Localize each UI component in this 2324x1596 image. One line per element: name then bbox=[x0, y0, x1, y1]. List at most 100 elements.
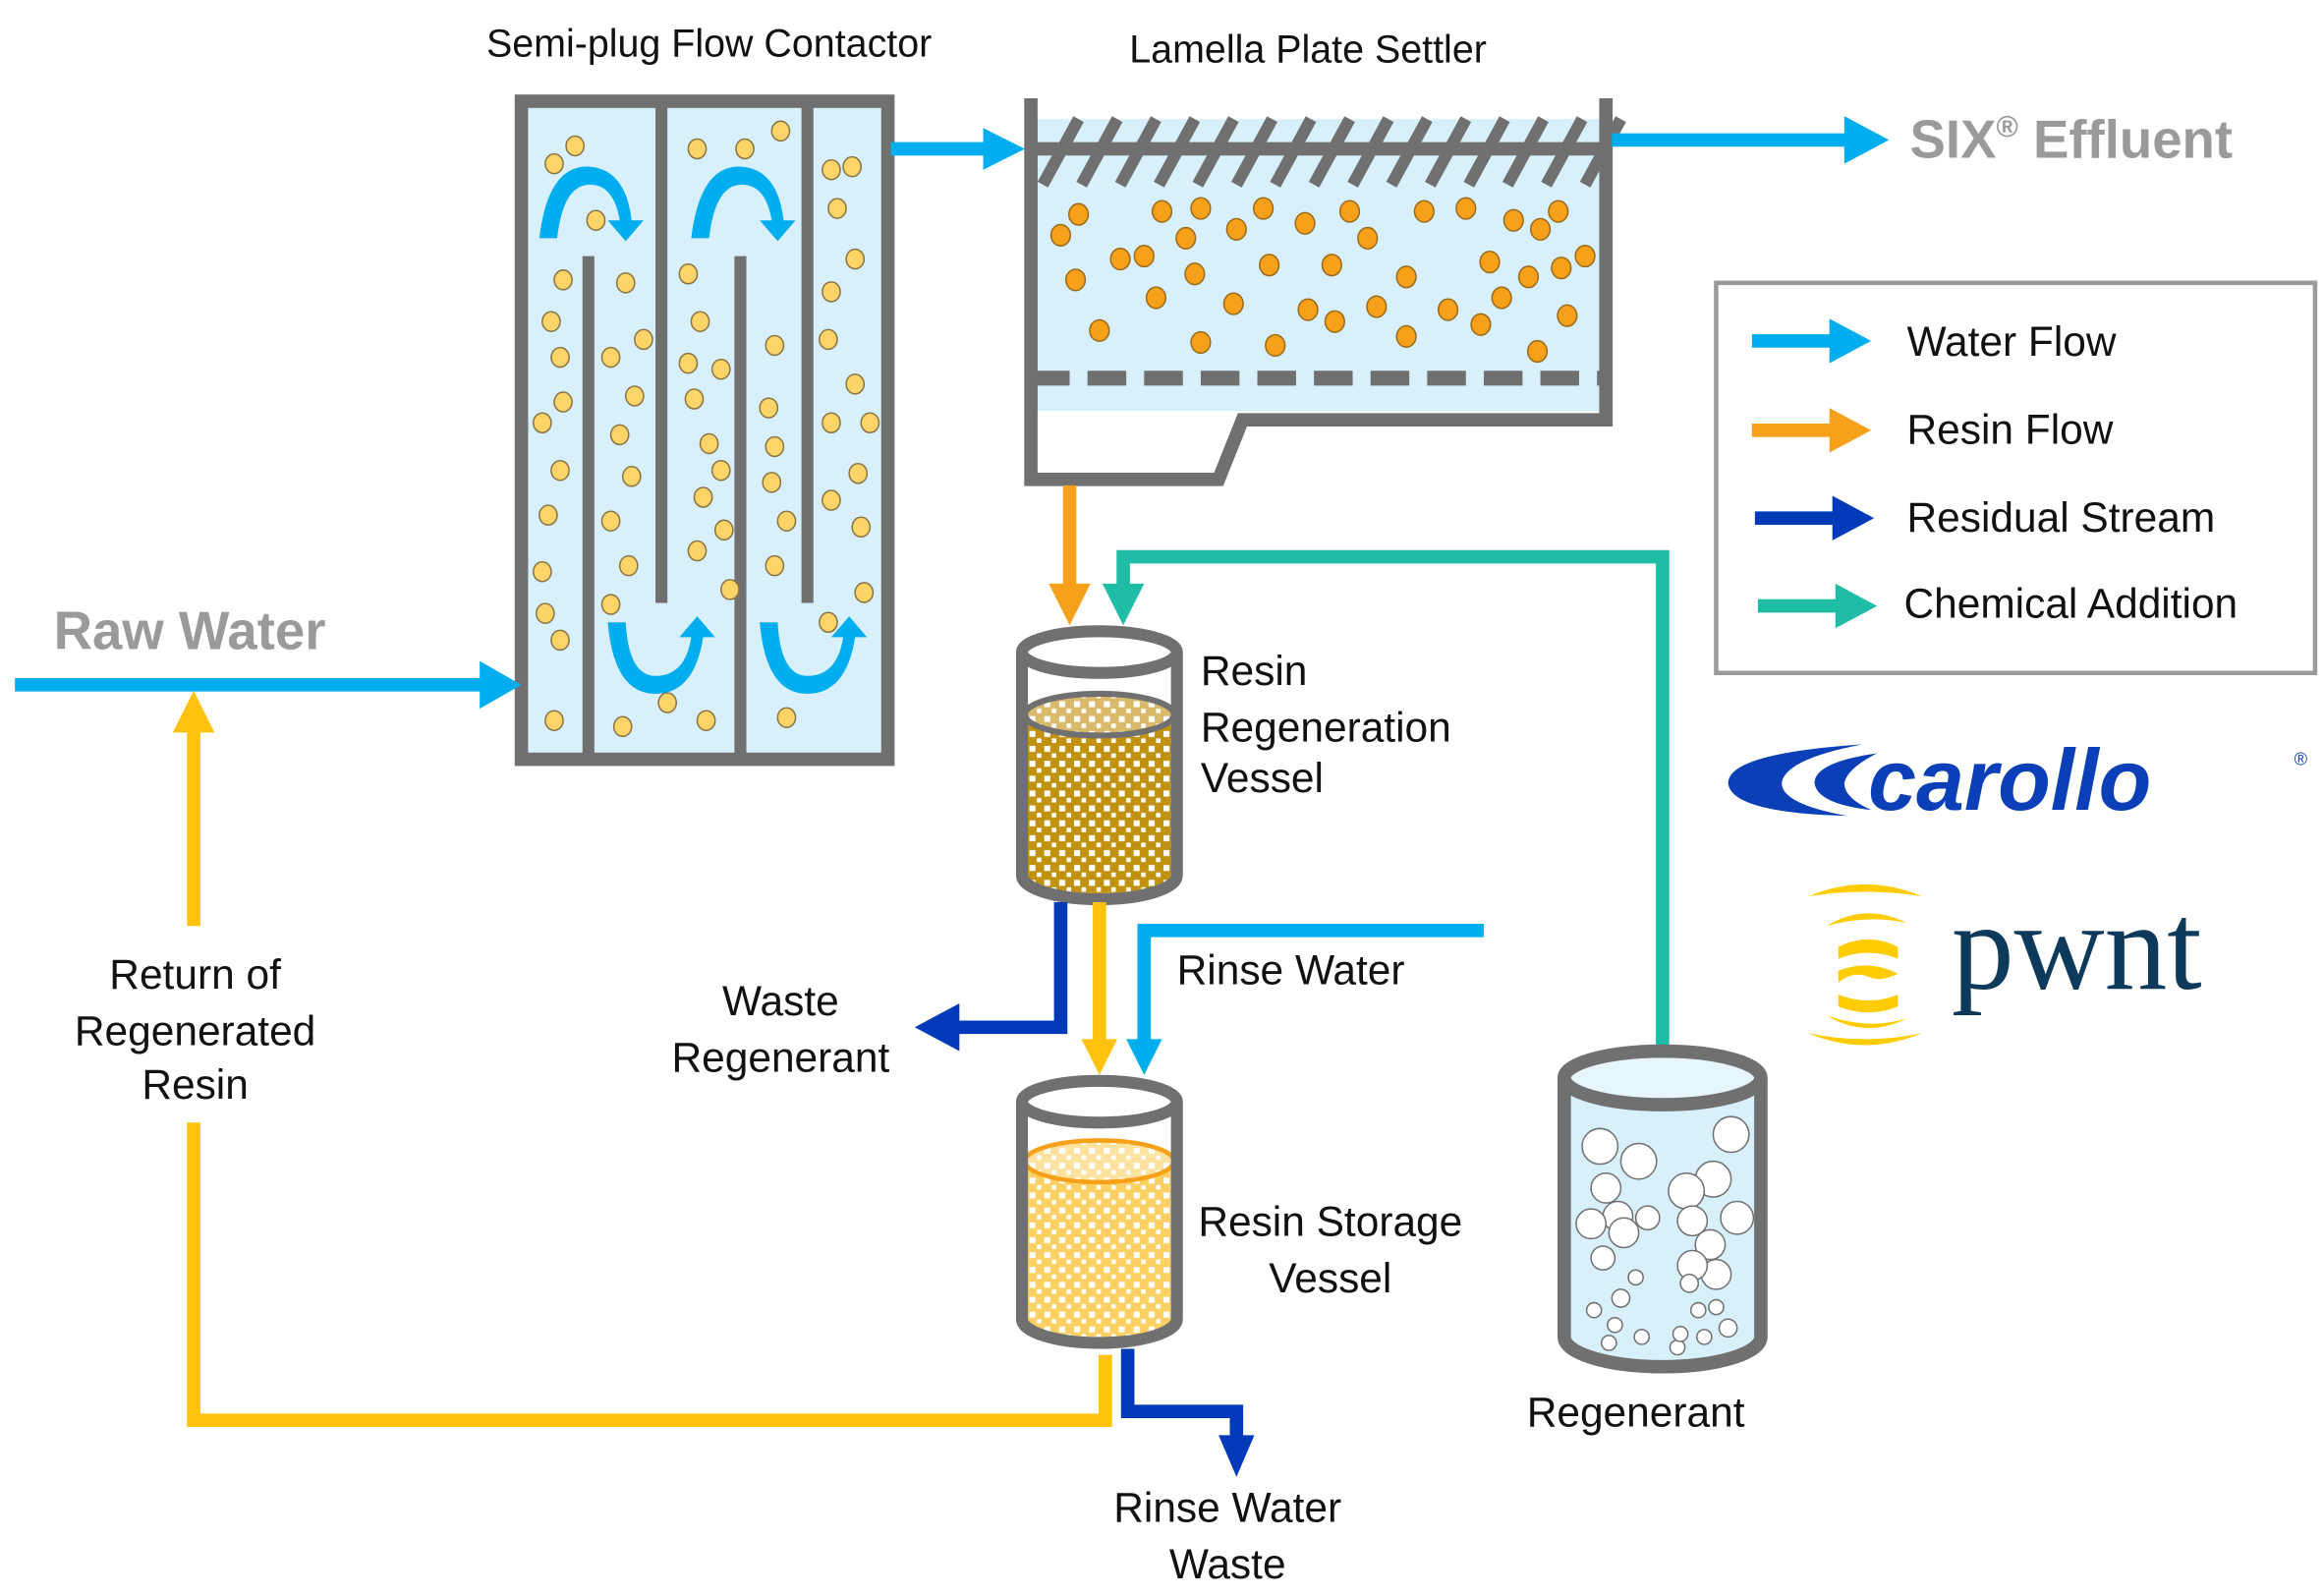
resin-bead bbox=[600, 346, 621, 369]
bubble bbox=[1590, 1245, 1616, 1271]
lamella-plate bbox=[1347, 116, 1394, 188]
lamella-plate bbox=[1192, 116, 1239, 188]
legend-label: Residual Stream bbox=[1907, 494, 2216, 541]
resin-regeneration-vessel bbox=[1015, 625, 1183, 906]
regen-vessel-label-1: Resin bbox=[1201, 648, 1308, 694]
return-label-1: Return of bbox=[109, 951, 281, 998]
resin-bead bbox=[1455, 197, 1477, 220]
resin-bead bbox=[1324, 310, 1345, 333]
resin-bead bbox=[1557, 304, 1578, 327]
resin-beads bbox=[532, 120, 880, 738]
resin-bead bbox=[776, 707, 797, 728]
resin-bead bbox=[1437, 298, 1459, 321]
resin-bead bbox=[1109, 248, 1131, 271]
lamella-plate bbox=[1579, 116, 1626, 188]
bubble bbox=[1668, 1172, 1706, 1210]
lamella-plate bbox=[1308, 116, 1355, 188]
bubble bbox=[1581, 1127, 1619, 1166]
lamella-plate bbox=[1230, 116, 1278, 188]
rinse-water-arrow bbox=[1126, 924, 1484, 1075]
lamella-plate bbox=[1463, 116, 1510, 188]
bubble bbox=[1585, 1301, 1603, 1319]
resin-bead bbox=[776, 510, 797, 532]
resin-bead bbox=[1529, 217, 1552, 241]
resin-bead bbox=[621, 466, 642, 487]
bubble bbox=[1695, 1329, 1713, 1345]
resin-bead bbox=[532, 412, 552, 433]
resin-bead bbox=[1190, 330, 1212, 355]
lamella-plate bbox=[1425, 116, 1472, 188]
resin-bead bbox=[1133, 244, 1155, 268]
resin-bead bbox=[762, 472, 782, 493]
legend-label: Resin Flow bbox=[1907, 406, 2114, 452]
rinse-water-label: Rinse Water bbox=[1177, 946, 1405, 993]
resin-bead bbox=[696, 710, 716, 731]
contactor-title: Semi-plug Flow Contactor bbox=[486, 23, 932, 66]
resin-bead bbox=[586, 209, 606, 231]
resin-bead bbox=[634, 328, 653, 351]
water-flow-arrow bbox=[890, 128, 1026, 170]
lamella-plate bbox=[1076, 116, 1123, 188]
resin-bead bbox=[1151, 200, 1173, 223]
resin-bead bbox=[600, 510, 621, 532]
lamella-plate bbox=[1154, 116, 1201, 188]
effluent-arrow bbox=[1612, 116, 1890, 164]
arrow-right-icon bbox=[1751, 408, 1872, 453]
return-label-3: Resin bbox=[142, 1061, 249, 1108]
bubble bbox=[1627, 1269, 1644, 1286]
resin-bead bbox=[759, 397, 779, 419]
resin-bead bbox=[710, 459, 731, 482]
resin-bead bbox=[684, 388, 705, 410]
resin-bead bbox=[1395, 265, 1417, 289]
resin-bead bbox=[860, 412, 880, 433]
arrow-right-icon bbox=[1757, 583, 1878, 629]
resin-bead bbox=[1395, 324, 1417, 348]
lamella-plate bbox=[1270, 116, 1317, 188]
resin-bead bbox=[538, 504, 558, 526]
resin-bead bbox=[615, 272, 636, 294]
resin-bead bbox=[710, 358, 731, 380]
bubble bbox=[1608, 1217, 1640, 1249]
resin-bead bbox=[765, 334, 785, 357]
resin-bead bbox=[1222, 292, 1244, 315]
bubble bbox=[1672, 1326, 1689, 1342]
waste-regenerant-label-2: Regenerant bbox=[672, 1035, 890, 1081]
bubble bbox=[1720, 1200, 1755, 1235]
bubble bbox=[1590, 1172, 1622, 1204]
resin-bead bbox=[550, 459, 570, 482]
arrow-right-icon bbox=[1754, 495, 1875, 541]
resin-bead bbox=[678, 352, 699, 374]
resin-bead bbox=[1413, 200, 1435, 223]
resin-bead bbox=[819, 328, 838, 351]
resin-bead bbox=[1551, 256, 1572, 280]
resin-bead bbox=[1491, 286, 1512, 310]
bubble bbox=[1575, 1208, 1608, 1240]
storage-vessel-label-1: Resin Storage bbox=[1198, 1198, 1462, 1244]
resin-bead bbox=[678, 262, 699, 285]
resin-bead bbox=[687, 540, 708, 562]
pwnt-wordmark: pwnt bbox=[1952, 878, 2202, 1016]
lamella-plate-settler bbox=[1024, 97, 1626, 486]
resin-bead bbox=[553, 269, 573, 291]
resin-transfer-arrow bbox=[1081, 902, 1118, 1075]
lamella-plate bbox=[1114, 116, 1162, 188]
resin-bead bbox=[1049, 223, 1072, 247]
bubble bbox=[1679, 1274, 1700, 1293]
resin-bead bbox=[553, 391, 573, 413]
rinse-water-waste-label-1: Rinse Water bbox=[1113, 1484, 1341, 1530]
resin-bead bbox=[687, 138, 708, 160]
resin-bead bbox=[550, 346, 570, 369]
pwnt-logo: pwnt bbox=[1808, 878, 2202, 1046]
legend-item-water-flow: Water Flow bbox=[1751, 318, 2117, 365]
resin-bead bbox=[544, 152, 564, 175]
resin-bead bbox=[819, 611, 838, 633]
resin-bead bbox=[848, 462, 869, 484]
rinse-water-waste-arrow bbox=[1120, 1348, 1255, 1477]
bubble bbox=[1689, 1301, 1707, 1319]
resin-bead bbox=[1067, 202, 1090, 226]
resin-bead bbox=[693, 486, 713, 508]
resin-bead bbox=[713, 519, 734, 542]
resin-bead bbox=[1297, 298, 1319, 321]
bubble bbox=[1718, 1318, 1738, 1339]
